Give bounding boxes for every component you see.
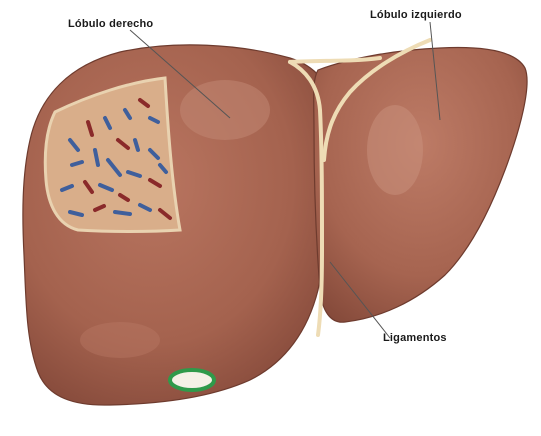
- right-lobe-highlight: [180, 80, 270, 140]
- label-right-lobe: Lóbulo derecho: [68, 18, 153, 30]
- label-left-lobe: Lóbulo izquierdo: [370, 9, 462, 21]
- label-ligaments: Ligamentos: [383, 332, 447, 344]
- left-lobe-shape: [314, 48, 527, 323]
- left-lobe-highlight: [367, 105, 423, 195]
- lower-highlight: [80, 322, 160, 358]
- gallbladder: [170, 370, 214, 390]
